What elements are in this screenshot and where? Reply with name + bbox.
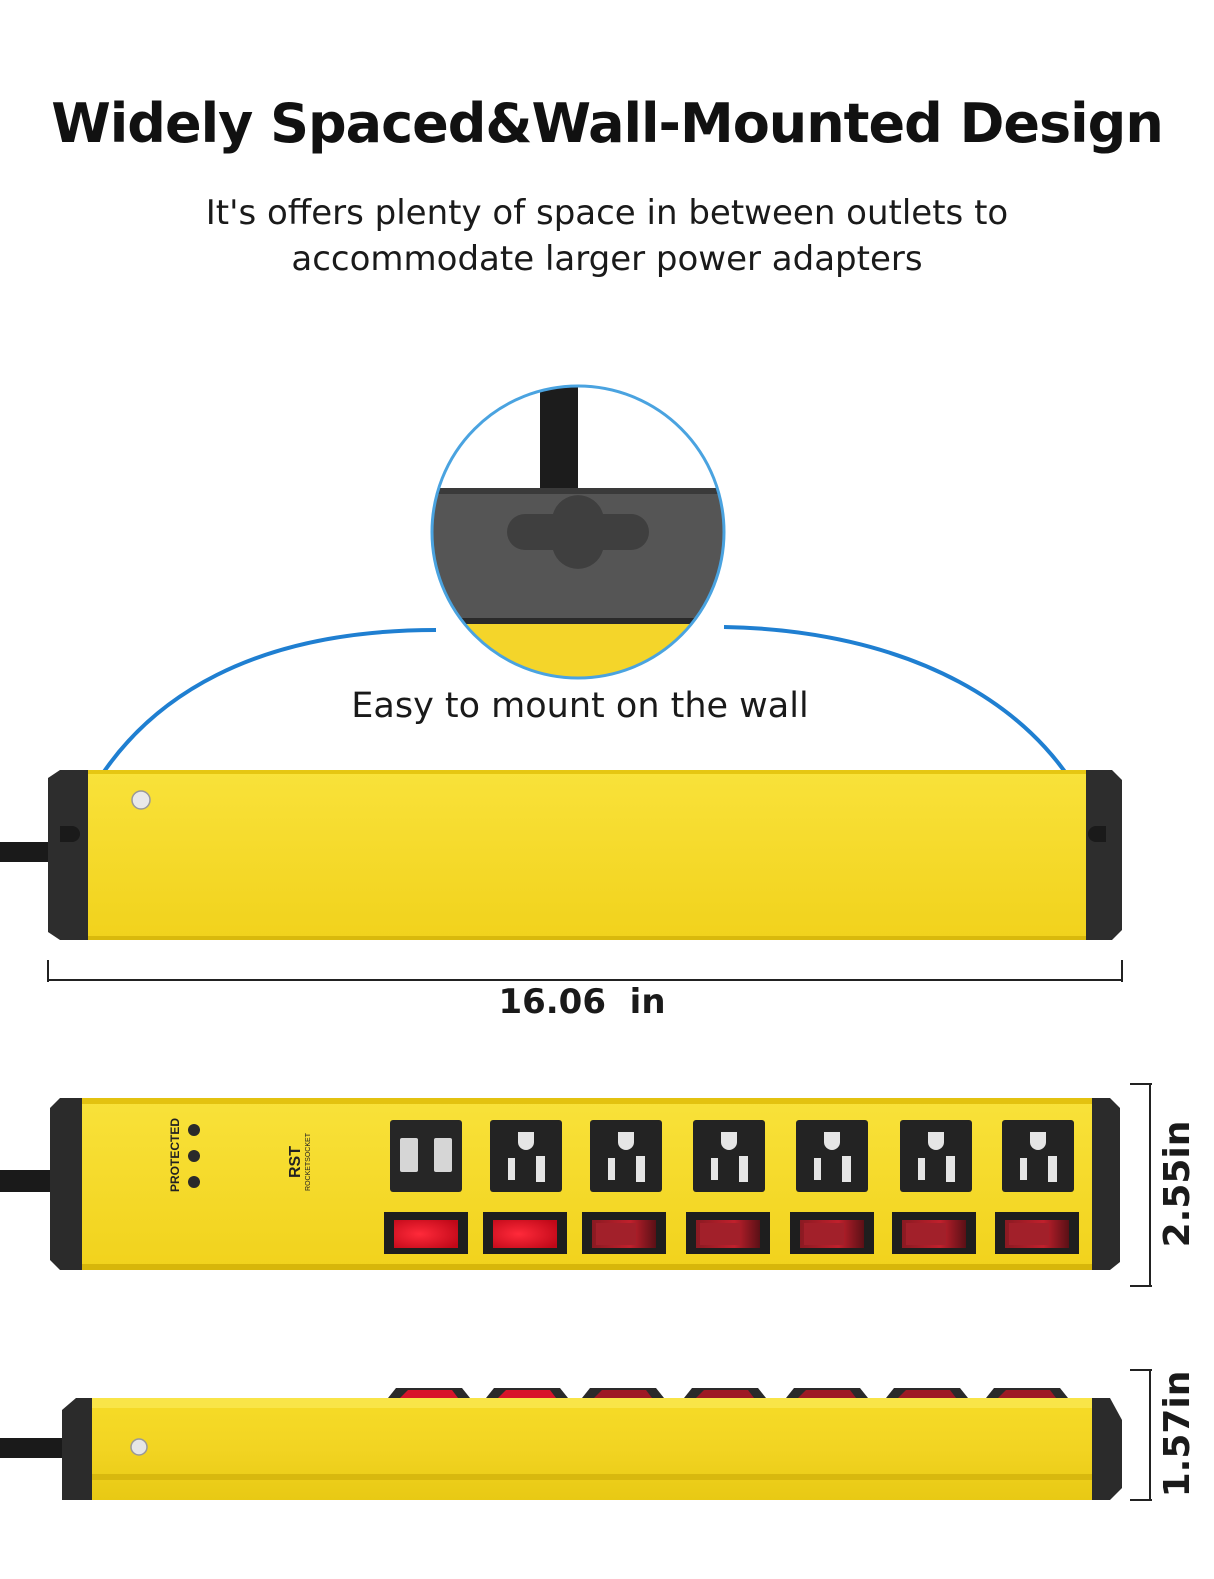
end-cap-left <box>48 770 90 940</box>
rocker-switch <box>483 1212 567 1254</box>
usb-port-2 <box>434 1138 452 1172</box>
keyhole-left <box>60 826 80 842</box>
brand-name: RST <box>287 1146 304 1178</box>
mount-screw-head <box>131 790 151 810</box>
ac-outlet <box>693 1120 765 1192</box>
usb-port-block <box>390 1120 462 1192</box>
wall-screw <box>540 386 578 510</box>
rocker-switch <box>384 1212 468 1254</box>
end-cap-side-right <box>1092 1398 1122 1500</box>
power-cord <box>0 842 60 862</box>
brand-logo-label: RST ROCKETSOCKET <box>287 1122 316 1202</box>
power-strip-front-view <box>0 1098 1120 1270</box>
mount-zoom-circle <box>430 384 726 680</box>
side-switches <box>388 1388 1068 1398</box>
keyhole-right <box>1088 826 1106 842</box>
ac-outlet <box>796 1120 868 1192</box>
depth-dimension-label: 1.57in <box>1157 1370 1198 1498</box>
side-screw-head <box>130 1438 148 1456</box>
ac-outlets <box>490 1120 1074 1192</box>
height-dimension-line <box>1130 1083 1152 1287</box>
depth-dimension-line <box>1130 1369 1152 1501</box>
power-strip-side-view <box>0 1388 1122 1500</box>
ac-outlet <box>1002 1120 1074 1192</box>
subtitle-line-2: accommodate larger power adapters <box>291 239 923 279</box>
end-cap-front-right <box>1092 1098 1120 1270</box>
width-dimension-line <box>47 960 1123 982</box>
rocker-switch <box>892 1212 976 1254</box>
height-dimension-label: 2.55in <box>1157 1120 1198 1248</box>
usb-port-1 <box>400 1138 418 1172</box>
end-cap-right <box>1086 770 1122 940</box>
ac-outlet <box>900 1120 972 1192</box>
end-cap-side-left <box>62 1398 94 1500</box>
power-cord-side <box>0 1438 64 1458</box>
ac-outlet <box>590 1120 662 1192</box>
rocker-switches <box>384 1212 1079 1254</box>
rocker-switch <box>790 1212 874 1254</box>
rocker-switch <box>995 1212 1079 1254</box>
end-cap-front-left <box>50 1098 84 1270</box>
power-strip-back-view <box>0 770 1122 940</box>
subtitle-line-1: It's offers plenty of space in between o… <box>205 193 1009 233</box>
width-dimension-label: 16.06 in <box>498 982 666 1022</box>
ac-outlet <box>490 1120 562 1192</box>
rocker-switch <box>686 1212 770 1254</box>
page-title: Widely Spaced&Wall-Mounted Design <box>51 92 1164 155</box>
mount-caption: Easy to mount on the wall <box>351 686 809 726</box>
page-subtitle: It's offers plenty of space in between o… <box>0 190 1214 282</box>
surge-indicator-lights <box>188 1124 200 1188</box>
protected-label: PROTECTED <box>168 1118 182 1193</box>
keyhole-slot <box>507 495 649 569</box>
rocker-switch <box>582 1212 666 1254</box>
brand-subname: ROCKETSOCKET <box>305 1133 312 1191</box>
power-cord-front <box>0 1170 60 1192</box>
